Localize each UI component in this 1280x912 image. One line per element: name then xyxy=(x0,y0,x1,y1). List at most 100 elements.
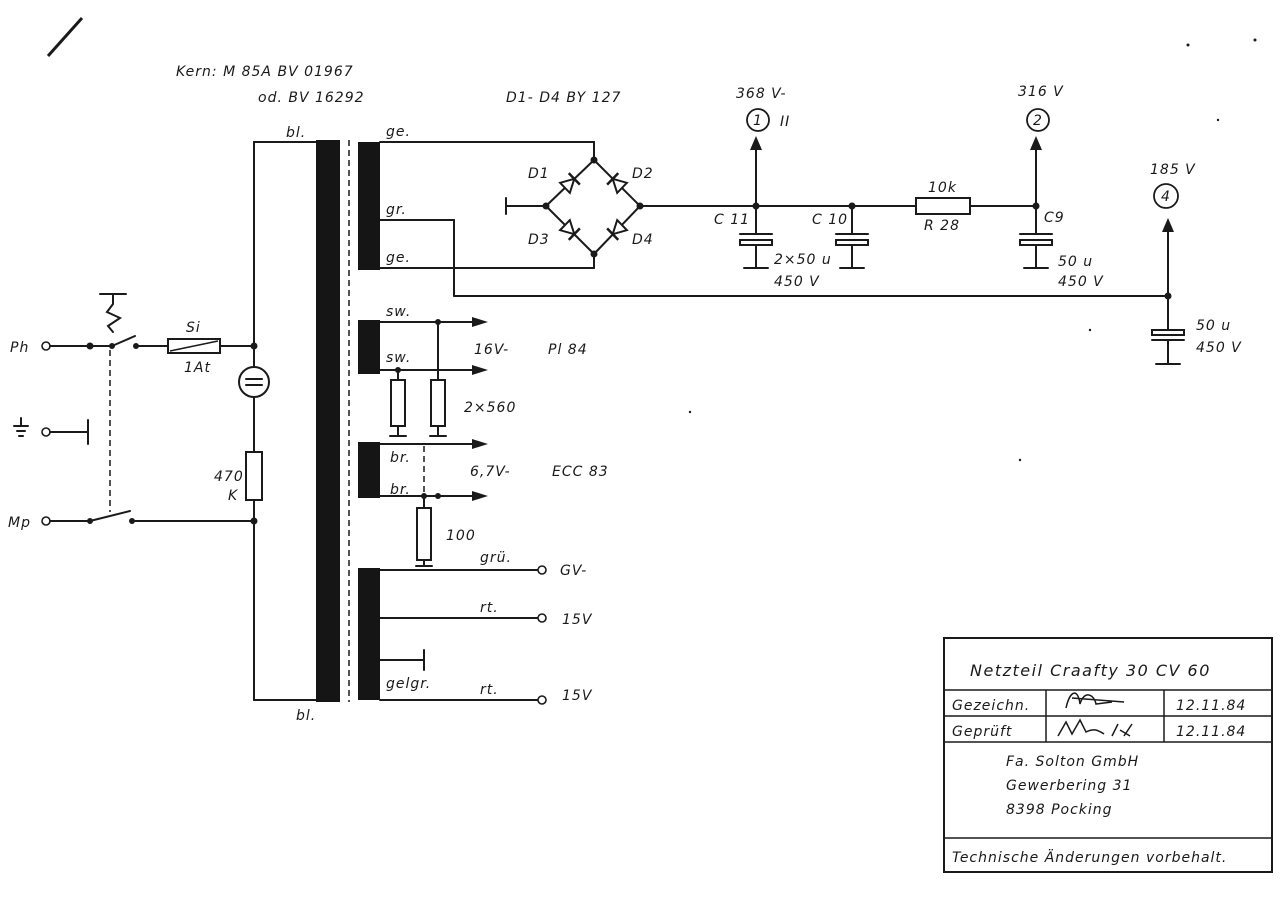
core-spec-line1: Kern: M 85A BV 01967 xyxy=(176,64,354,80)
hum-pot-value: 100 xyxy=(446,528,476,544)
arrow-right-icon xyxy=(472,491,488,501)
arrow-right-icon xyxy=(472,317,488,327)
neutral-switch-blade xyxy=(89,510,131,522)
capacitor-c10-label: C 10 xyxy=(812,212,848,228)
primary-winding xyxy=(316,140,340,702)
heater2-wire-a-color: br. xyxy=(390,450,411,466)
arrow-up-icon xyxy=(750,136,762,150)
lamp-resistor-unit: K xyxy=(228,488,239,504)
resistor-r28 xyxy=(915,197,971,215)
diode-d4-label: D4 xyxy=(632,232,654,248)
diode-d3-icon xyxy=(558,218,581,241)
checked-date: 12.11.84 xyxy=(1176,724,1246,740)
company-name: Fa. Solton GmbH xyxy=(1006,754,1139,770)
arrow-up-icon xyxy=(1030,136,1042,150)
junction-dot xyxy=(435,493,441,499)
stray-dot xyxy=(1018,458,1022,462)
heater2-tube: ECC 83 xyxy=(552,464,609,480)
testpoint-1-marker xyxy=(746,108,770,132)
stray-dot xyxy=(1088,328,1092,332)
company-street: Gewerbering 31 xyxy=(1006,778,1132,794)
capacitor-c9-value: 50 u xyxy=(1058,254,1093,270)
heater2-wire-b-color: br. xyxy=(390,482,411,498)
testpoint-2-marker xyxy=(1026,108,1050,132)
checked-by-signature xyxy=(1057,718,1133,737)
checked-by-label: Geprüft xyxy=(952,724,1012,740)
heater-winding-2 xyxy=(358,442,380,498)
capacitor-bias-voltage: 450 V xyxy=(1196,340,1242,356)
hv-secondary-winding xyxy=(358,142,380,270)
stray-dot xyxy=(1253,38,1257,42)
hv-wire-top-color: ge. xyxy=(386,124,411,140)
capacitor-c9-label: C9 xyxy=(1044,210,1065,226)
stray-dot xyxy=(1216,118,1220,122)
ground-terminal xyxy=(41,427,51,437)
testpoint-2-voltage: 316 V xyxy=(1018,84,1064,100)
capacitor-c11-value: 2×50 u xyxy=(774,252,832,268)
aux-wire-c-color: gelgr. xyxy=(386,676,431,692)
company-city: 8398 Pocking xyxy=(1006,802,1113,818)
capacitor-c9-icon xyxy=(1019,205,1053,269)
title-block xyxy=(943,637,1273,873)
balance-resistor-1 xyxy=(390,379,406,427)
drawn-date: 12.11.84 xyxy=(1176,698,1246,714)
phase-terminal xyxy=(41,341,51,351)
heater1-wire-b-color: sw. xyxy=(386,350,411,366)
testpoint-2-number: 2 xyxy=(1033,113,1043,129)
diode-spec: D1- D4 BY 127 xyxy=(506,90,621,106)
gv-output-label: GV- xyxy=(560,563,587,579)
heater1-wire-a-color: sw. xyxy=(386,304,411,320)
diode-d4-icon xyxy=(606,218,629,241)
stray-slash-mark xyxy=(46,16,84,58)
capacitor-c11-voltage: 450 V xyxy=(774,274,820,290)
phase-label: Ph xyxy=(10,340,29,356)
diode-d2-icon xyxy=(606,172,629,195)
aux-wire-b-color: rt. xyxy=(480,600,499,616)
diode-d3-label: D3 xyxy=(528,232,550,248)
testpoint-1-voltage: 368 V- xyxy=(736,86,787,102)
testpoint-4-voltage: 185 V xyxy=(1150,162,1196,178)
primary-top-wire-color: bl. xyxy=(286,125,306,141)
15v-terminal-b xyxy=(537,695,547,705)
capacitor-c11-label: C 11 xyxy=(714,212,750,228)
balance-resistor-value: 2×560 xyxy=(464,400,516,416)
ground-icon xyxy=(13,417,29,437)
main-switch-blade xyxy=(111,335,136,347)
heater1-tube: Pl 84 xyxy=(548,342,588,358)
arrow-right-icon xyxy=(472,439,488,449)
capacitor-c10-icon xyxy=(835,205,869,269)
lamp-resistor xyxy=(245,451,263,501)
resistor-r28-label: R 28 xyxy=(924,218,960,234)
primary-bottom-wire-color: bl. xyxy=(296,708,316,724)
15v-terminal-a xyxy=(537,613,547,623)
lamp-resistor-value: 470 xyxy=(214,469,244,485)
balance-resistor-2 xyxy=(430,379,446,427)
hum-pot xyxy=(416,507,432,561)
fuse-element xyxy=(169,340,219,352)
switch-actuator-icon xyxy=(99,293,127,333)
testpoint-1-number: 1 xyxy=(753,113,763,129)
fuse-rating: 1At xyxy=(184,360,211,376)
testpoint-1-note: II xyxy=(780,114,790,130)
heater-winding-1 xyxy=(358,320,380,374)
hv-wire-bottom-color: ge. xyxy=(386,250,411,266)
aux-wire-a-color: grü. xyxy=(480,550,512,566)
capacitor-c11-icon xyxy=(739,205,773,269)
capacitor-bias-icon xyxy=(1151,295,1185,365)
drawn-by-label: Gezeichn. xyxy=(952,698,1030,714)
stray-dot xyxy=(1186,43,1190,47)
hv-wire-mid-color: gr. xyxy=(386,202,407,218)
15v-output-label-b: 15V xyxy=(562,688,593,704)
diode-d2-label: D2 xyxy=(632,166,654,182)
gv-terminal xyxy=(537,565,547,575)
diode-d1-label: D1 xyxy=(528,166,550,182)
fuse-label: Si xyxy=(186,320,201,336)
resistor-r28-value: 10k xyxy=(928,180,957,196)
capacitor-bias-value: 50 u xyxy=(1196,318,1231,334)
testpoint-4-number: 4 xyxy=(1161,189,1171,205)
testpoint-4-marker xyxy=(1153,183,1179,209)
bridge-rectifier xyxy=(542,156,644,258)
15v-output-label-a: 15V xyxy=(562,612,593,628)
drawing-title: Netzteil Craafty 30 CV 60 xyxy=(970,661,1211,680)
